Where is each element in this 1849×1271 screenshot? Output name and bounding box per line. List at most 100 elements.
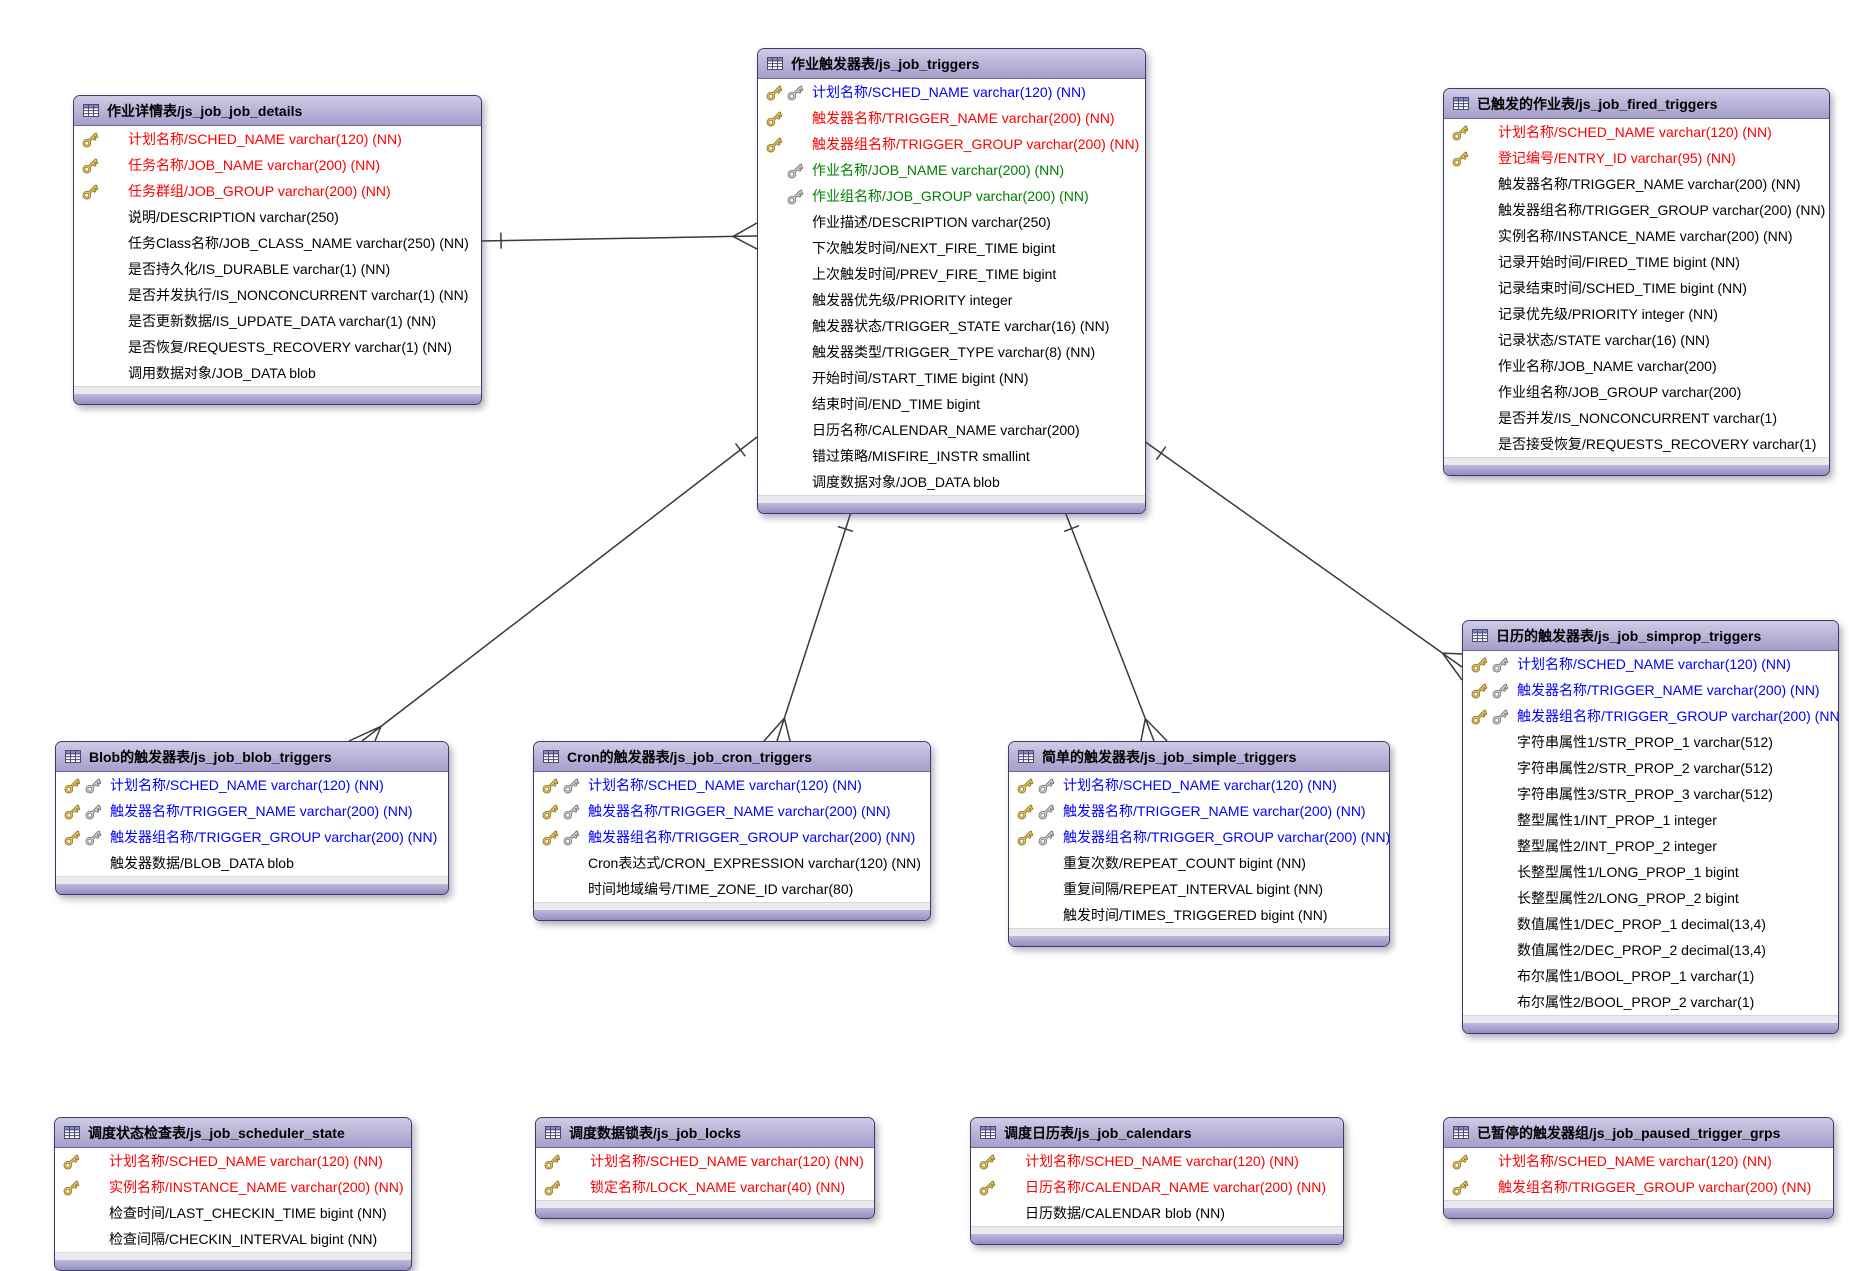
table-field-row[interactable]: 是否更新数据/IS_UPDATE_DATA varchar(1) (NN): [74, 308, 481, 334]
table-field-row[interactable]: 触发器组名称/TRIGGER_GROUP varchar(200) (NN): [1009, 824, 1389, 850]
table-field-row[interactable]: 作业组名称/JOB_GROUP varchar(200): [1444, 379, 1829, 405]
table-field-row[interactable]: 触发器名称/TRIGGER_NAME varchar(200) (NN): [56, 798, 448, 824]
table-field-row[interactable]: 触发器名称/TRIGGER_NAME varchar(200) (NN): [758, 105, 1145, 131]
table-field-row[interactable]: 作业描述/DESCRIPTION varchar(250): [758, 209, 1145, 235]
table-field-row[interactable]: 作业名称/JOB_NAME varchar(200) (NN): [758, 157, 1145, 183]
table-field-row[interactable]: 触发器组名称/TRIGGER_GROUP varchar(200) (NN): [1463, 703, 1838, 729]
table-field-row[interactable]: 触发时间/TIMES_TRIGGERED bigint (NN): [1009, 902, 1389, 928]
table-field-row[interactable]: 整型属性2/INT_PROP_2 integer: [1463, 833, 1838, 859]
table-field-row[interactable]: 任务Class名称/JOB_CLASS_NAME varchar(250) (N…: [74, 230, 481, 256]
table-field-row[interactable]: 是否恢复/REQUESTS_RECOVERY varchar(1) (NN): [74, 334, 481, 360]
table-field-row[interactable]: 触发器名称/TRIGGER_NAME varchar(200) (NN): [534, 798, 930, 824]
table-field-row[interactable]: 作业名称/JOB_NAME varchar(200): [1444, 353, 1829, 379]
table-header[interactable]: 调度状态检查表/js_job_scheduler_state: [55, 1118, 411, 1148]
table-header[interactable]: 日历的触发器表/js_job_simprop_triggers: [1463, 621, 1838, 651]
table-field-row[interactable]: 长整型属性2/LONG_PROP_2 bigint: [1463, 885, 1838, 911]
table-field-row[interactable]: 触发器名称/TRIGGER_NAME varchar(200) (NN): [1444, 171, 1829, 197]
table-field-row[interactable]: 检查时间/LAST_CHECKIN_TIME bigint (NN): [55, 1200, 411, 1226]
table-header[interactable]: 已触发的作业表/js_job_fired_triggers: [1444, 89, 1829, 119]
table-field-row[interactable]: 日历名称/CALENDAR_NAME varchar(200): [758, 417, 1145, 443]
table-field-row[interactable]: 触发器组名称/TRIGGER_GROUP varchar(200) (NN): [1444, 197, 1829, 223]
table-field-row[interactable]: 计划名称/SCHED_NAME varchar(120) (NN): [55, 1148, 411, 1174]
table-field-row[interactable]: 触发器名称/TRIGGER_NAME varchar(200) (NN): [1463, 677, 1838, 703]
table-field-row[interactable]: 触发器状态/TRIGGER_STATE varchar(16) (NN): [758, 313, 1145, 339]
table-field-row[interactable]: 任务群组/JOB_GROUP varchar(200) (NN): [74, 178, 481, 204]
table-field-row[interactable]: 日历数据/CALENDAR blob (NN): [971, 1200, 1343, 1226]
table-header[interactable]: Cron的触发器表/js_job_cron_triggers: [534, 742, 930, 772]
table-field-row[interactable]: 触发器类型/TRIGGER_TYPE varchar(8) (NN): [758, 339, 1145, 365]
table-field-row[interactable]: 检查间隔/CHECKIN_INTERVAL bigint (NN): [55, 1226, 411, 1252]
relation-triggers-blob_triggers[interactable]: [349, 437, 757, 741]
table-field-row[interactable]: 布尔属性1/BOOL_PROP_1 varchar(1): [1463, 963, 1838, 989]
table-field-row[interactable]: 实例名称/INSTANCE_NAME varchar(200) (NN): [55, 1174, 411, 1200]
table-field-row[interactable]: 触发组名称/TRIGGER_GROUP varchar(200) (NN): [1444, 1174, 1833, 1200]
table-field-row[interactable]: 是否持久化/IS_DURABLE varchar(1) (NN): [74, 256, 481, 282]
table-field-row[interactable]: 数值属性2/DEC_PROP_2 decimal(13,4): [1463, 937, 1838, 963]
table-field-row[interactable]: 锁定名称/LOCK_NAME varchar(40) (NN): [536, 1174, 874, 1200]
table-header[interactable]: 简单的触发器表/js_job_simple_triggers: [1009, 742, 1389, 772]
table-field-row[interactable]: 上次触发时间/PREV_FIRE_TIME bigint: [758, 261, 1145, 287]
table-field-row[interactable]: 数值属性1/DEC_PROP_1 decimal(13,4): [1463, 911, 1838, 937]
table-header[interactable]: Blob的触发器表/js_job_blob_triggers: [56, 742, 448, 772]
table-header[interactable]: 调度日历表/js_job_calendars: [971, 1118, 1343, 1148]
table-field-row[interactable]: 字符串属性2/STR_PROP_2 varchar(512): [1463, 755, 1838, 781]
table-field-row[interactable]: 触发器组名称/TRIGGER_GROUP varchar(200) (NN): [534, 824, 930, 850]
table-field-row[interactable]: 记录状态/STATE varchar(16) (NN): [1444, 327, 1829, 353]
table-field-row[interactable]: 计划名称/SCHED_NAME varchar(120) (NN): [1463, 651, 1838, 677]
table-field-row[interactable]: 触发器组名称/TRIGGER_GROUP varchar(200) (NN): [758, 131, 1145, 157]
table-field-row[interactable]: 触发器组名称/TRIGGER_GROUP varchar(200) (NN): [56, 824, 448, 850]
table-field-row[interactable]: 计划名称/SCHED_NAME varchar(120) (NN): [1009, 772, 1389, 798]
table-field-row[interactable]: Cron表达式/CRON_EXPRESSION varchar(120) (NN…: [534, 850, 930, 876]
table-field-row[interactable]: 计划名称/SCHED_NAME varchar(120) (NN): [536, 1148, 874, 1174]
table-field-row[interactable]: 调用数据对象/JOB_DATA blob: [74, 360, 481, 386]
table-field-row[interactable]: 重复次数/REPEAT_COUNT bigint (NN): [1009, 850, 1389, 876]
table-field-row[interactable]: 整型属性1/INT_PROP_1 integer: [1463, 807, 1838, 833]
table-header[interactable]: 已暂停的触发器组/js_job_paused_trigger_grps: [1444, 1118, 1833, 1148]
table-field-row[interactable]: 错过策略/MISFIRE_INSTR smallint: [758, 443, 1145, 469]
table-field-row[interactable]: 时间地域编号/TIME_ZONE_ID varchar(80): [534, 876, 930, 902]
table-field-row[interactable]: 计划名称/SCHED_NAME varchar(120) (NN): [1444, 119, 1829, 145]
table-field-row[interactable]: 记录结束时间/SCHED_TIME bigint (NN): [1444, 275, 1829, 301]
table-field-row[interactable]: 日历名称/CALENDAR_NAME varchar(200) (NN): [971, 1174, 1343, 1200]
table-header[interactable]: 作业触发器表/js_job_triggers: [758, 49, 1145, 79]
table-field-row[interactable]: 计划名称/SCHED_NAME varchar(120) (NN): [758, 79, 1145, 105]
table-field-row[interactable]: 触发器数据/BLOB_DATA blob: [56, 850, 448, 876]
table-field-row[interactable]: 计划名称/SCHED_NAME varchar(120) (NN): [971, 1148, 1343, 1174]
table-field-row[interactable]: 登记编号/ENTRY_ID varchar(95) (NN): [1444, 145, 1829, 171]
table-field-row[interactable]: 是否接受恢复/REQUESTS_RECOVERY varchar(1): [1444, 431, 1829, 457]
table-field-row[interactable]: 结束时间/END_TIME bigint: [758, 391, 1145, 417]
table-field-row[interactable]: 重复间隔/REPEAT_INTERVAL bigint (NN): [1009, 876, 1389, 902]
table-field-row[interactable]: 触发器名称/TRIGGER_NAME varchar(200) (NN): [1009, 798, 1389, 824]
table-field-row[interactable]: 是否并发/IS_NONCONCURRENT varchar(1): [1444, 405, 1829, 431]
table-field-row[interactable]: 字符串属性3/STR_PROP_3 varchar(512): [1463, 781, 1838, 807]
table-field-row[interactable]: 触发器优先级/PRIORITY integer: [758, 287, 1145, 313]
table-field-row[interactable]: 开始时间/START_TIME bigint (NN): [758, 365, 1145, 391]
relation-triggers-cron_triggers[interactable]: [764, 509, 853, 741]
relation-job_details-triggers[interactable]: [480, 223, 757, 249]
table-field-row[interactable]: 实例名称/INSTANCE_NAME varchar(200) (NN): [1444, 223, 1829, 249]
table-field-row[interactable]: 计划名称/SCHED_NAME varchar(120) (NN): [1444, 1148, 1833, 1174]
table-field-row[interactable]: 长整型属性1/LONG_PROP_1 bigint: [1463, 859, 1838, 885]
table-field-row[interactable]: 记录优先级/PRIORITY integer (NN): [1444, 301, 1829, 327]
relation-triggers-simple_triggers[interactable]: [1064, 509, 1167, 741]
table-field-row[interactable]: 字符串属性1/STR_PROP_1 varchar(512): [1463, 729, 1838, 755]
table-field-row[interactable]: 任务名称/JOB_NAME varchar(200) (NN): [74, 152, 481, 178]
table-field-row[interactable]: 记录开始时间/FIRED_TIME bigint (NN): [1444, 249, 1829, 275]
table-field-row[interactable]: 计划名称/SCHED_NAME varchar(120) (NN): [534, 772, 930, 798]
table-field-row[interactable]: 计划名称/SCHED_NAME varchar(120) (NN): [56, 772, 448, 798]
table-field-row[interactable]: 调度数据对象/JOB_DATA blob: [758, 469, 1145, 495]
table-field-row[interactable]: 下次触发时间/NEXT_FIRE_TIME bigint: [758, 235, 1145, 261]
table-header[interactable]: 调度数据锁表/js_job_locks: [536, 1118, 874, 1148]
table-field-row[interactable]: 是否并发执行/IS_NONCONCURRENT varchar(1) (NN): [74, 282, 481, 308]
table-header[interactable]: 作业详情表/js_job_job_details: [74, 96, 481, 126]
